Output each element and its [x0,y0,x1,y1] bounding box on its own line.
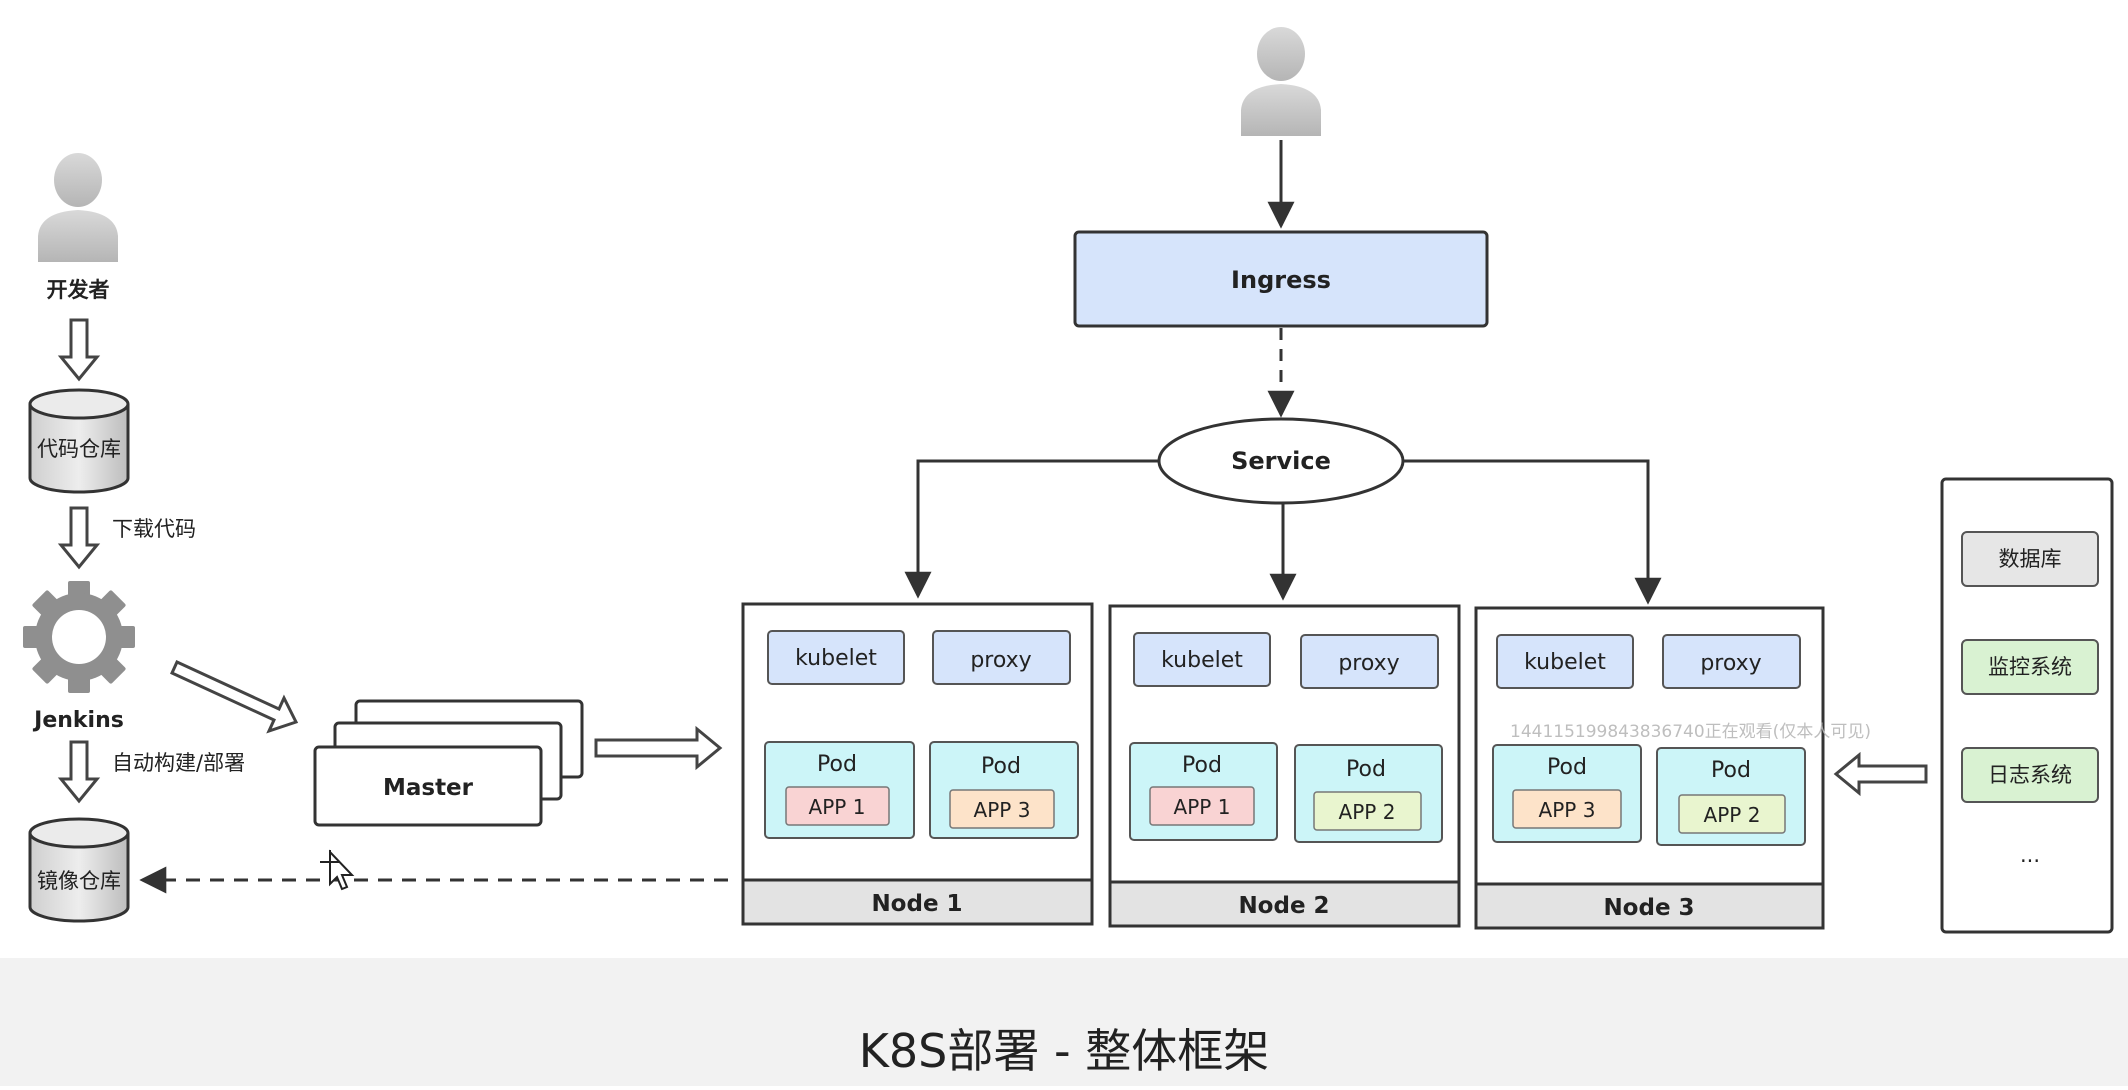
database-box [1961,531,2099,587]
hollow-arrow-down-icon [57,740,101,804]
node-label: Node 2 [1238,893,1329,919]
arrow-service-to-node1 [904,459,1159,599]
monitoring-system-label: 监控系统 [1988,655,2072,679]
proxy-label: proxy [1700,651,1761,676]
kubelet-label: kubelet [795,646,877,671]
viewer-watermark: 144115199843836740正在观看(仅本人可见) [1510,722,1871,742]
kubelet-box [767,630,905,685]
app-label: APP 3 [1539,798,1596,822]
proxy-box [1300,634,1439,689]
app-box [949,789,1055,829]
monitoring-system-box [1961,639,2099,695]
kubelet-label: kubelet [1524,650,1606,675]
app-box [1149,786,1255,826]
image-repository-cylinder [28,817,130,923]
node-3 [1474,606,1825,930]
pod-label: Pod [817,752,857,777]
download-code-label: 下载代码 [112,517,196,541]
master-stack [313,699,584,827]
jenkins-gear-icon [23,581,135,693]
pod-label: Pod [1182,753,1222,778]
app-box [1678,794,1786,834]
app-box [785,786,890,826]
pod-label: Pod [1711,758,1751,783]
caption-band [0,958,2128,1086]
kubelet-box [1133,632,1271,687]
slide-caption: K8S部署 - 整体框架 [858,1024,1270,1078]
user-person-icon [1241,27,1321,136]
kubelet-label: kubelet [1161,648,1243,673]
node-1 [741,602,1094,926]
infrastructure-side-panel [1940,477,2114,934]
app-label: APP 1 [809,795,866,819]
proxy-label: proxy [970,648,1031,673]
code-repository-cylinder [28,388,130,494]
proxy-box [932,630,1071,685]
service-label: Service [1231,447,1331,475]
ingress-box [1073,230,1489,328]
developer-person-icon [38,153,118,262]
app-label: APP 3 [974,798,1031,822]
app-label: APP 2 [1704,803,1761,827]
master-label: Master [383,775,474,801]
image-repository-label: 镜像仓库 [37,869,121,893]
proxy-label: proxy [1338,651,1399,676]
pod-label: Pod [1346,757,1386,782]
more-items-ellipsis: ... [2020,843,2040,867]
app-label: APP 1 [1174,795,1231,819]
hollow-arrow-left-icon [1833,751,1928,797]
developer-label: 开发者 [47,278,110,302]
node-2 [1108,604,1461,928]
logging-system-box [1961,747,2099,803]
hollow-arrow-right-icon [594,725,723,771]
pod-label: Pod [1547,755,1587,780]
ingress-label: Ingress [1231,266,1331,294]
kubelet-box [1496,634,1634,689]
database-label: 数据库 [1999,547,2062,571]
node-label: Node 3 [1603,895,1694,921]
proxy-box [1662,634,1801,689]
logging-system-label: 日志系统 [1988,763,2072,787]
pod-label: Pod [981,754,1021,779]
build-deploy-label: 自动构建/部署 [112,751,245,775]
app-box [1512,789,1622,829]
code-repository-label: 代码仓库 [37,437,121,461]
hollow-arrow-down-icon [57,506,101,570]
hollow-arrow-diagonal-icon [170,660,299,734]
node-label: Node 1 [871,891,962,917]
jenkins-label: Jenkins [32,708,124,733]
hollow-arrow-down-icon [57,318,101,382]
app-box [1313,791,1422,831]
arrow-service-to-node3 [1403,459,1662,605]
mouse-cursor-icon [320,849,355,891]
app-label: APP 2 [1339,800,1396,824]
